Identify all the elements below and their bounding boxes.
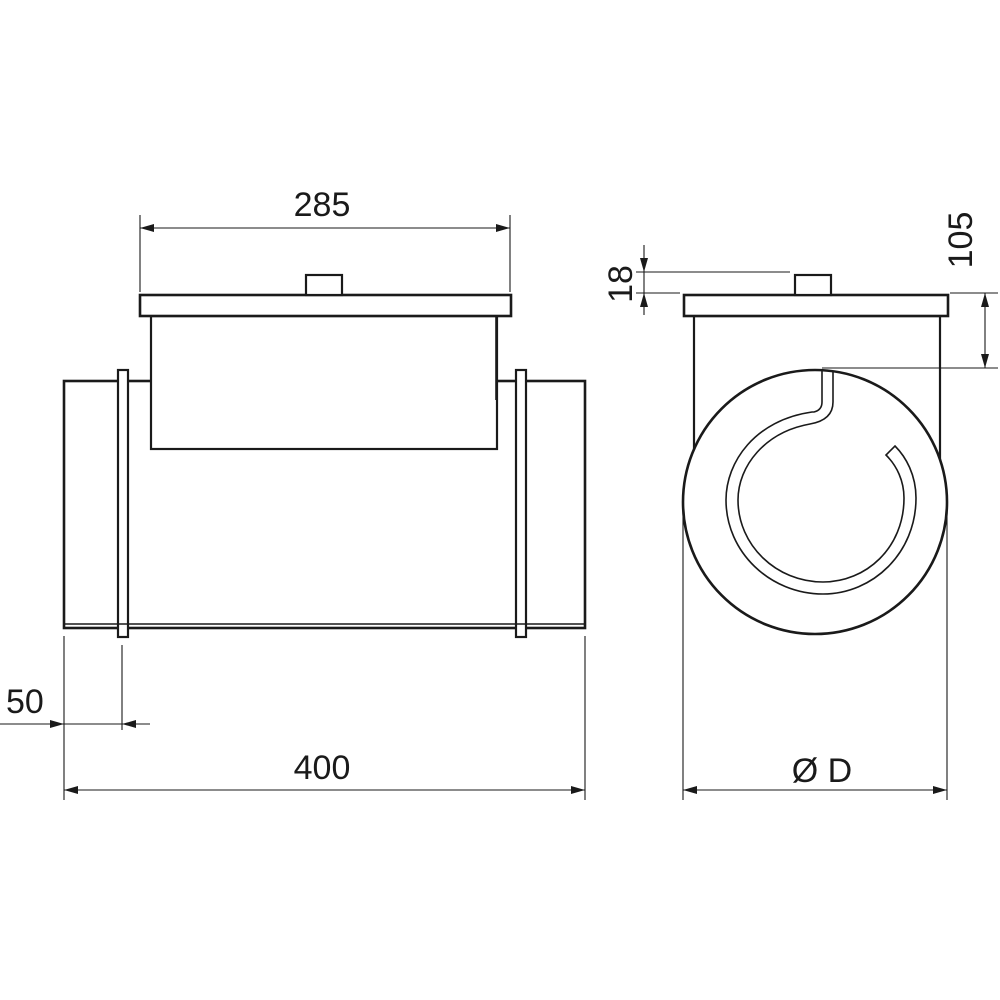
terminal-box — [149, 314, 499, 451]
left-flange — [116, 368, 130, 639]
dimension-label-105: 105 — [942, 212, 980, 269]
end-view — [681, 273, 950, 636]
dimension-label-18: 18 — [602, 265, 640, 303]
dimension-label-diameter: Ø D — [792, 752, 852, 790]
dimension-label-50: 50 — [6, 683, 44, 721]
dimension-400: 400 — [63, 636, 586, 800]
dimension-285: 285 — [139, 186, 511, 292]
dimension-label-285: 285 — [294, 186, 351, 224]
end-cable-gland — [793, 273, 833, 297]
dimension-diameter: Ø D — [682, 505, 948, 800]
cable-gland — [304, 273, 344, 297]
dimension-label-400: 400 — [294, 749, 351, 787]
heating-element-coil — [725, 371, 917, 595]
dimension-105: 105 — [822, 212, 998, 369]
dimension-18: 18 — [602, 245, 790, 315]
duct-cross-section — [681, 368, 949, 636]
terminal-box-lid — [138, 293, 513, 318]
side-view — [62, 273, 587, 639]
end-terminal-box-lid — [682, 293, 950, 318]
right-flange — [514, 368, 528, 639]
dimension-50: 50 — [0, 645, 150, 730]
